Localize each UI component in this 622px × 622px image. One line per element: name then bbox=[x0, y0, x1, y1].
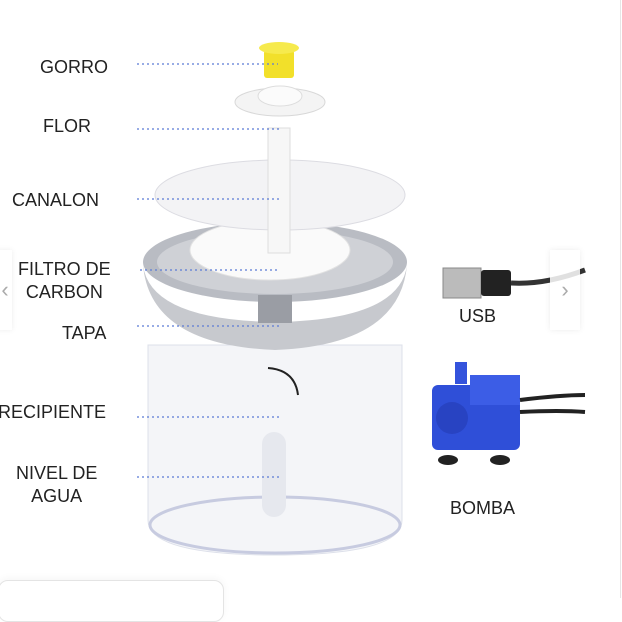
cap bbox=[259, 42, 299, 78]
label-usb: USB bbox=[459, 306, 497, 326]
leader-lines bbox=[137, 63, 280, 478]
bottom-card bbox=[0, 580, 224, 622]
channel-disc bbox=[154, 127, 406, 254]
panel-divider bbox=[620, 0, 621, 598]
water-container bbox=[147, 344, 403, 556]
water-pump bbox=[432, 362, 586, 465]
label-nivel-line2: AGUA bbox=[31, 486, 83, 506]
label-recipiente: RECIPIENTE bbox=[0, 402, 107, 422]
label-filtro-line2: CARBON bbox=[25, 282, 103, 302]
chevron-right-icon: › bbox=[561, 277, 569, 302]
carousel-next-button[interactable]: › bbox=[550, 250, 580, 330]
product-illustration bbox=[137, 42, 586, 556]
label-flor: FLOR bbox=[43, 116, 92, 136]
label-filtro-line1: FILTRO DE bbox=[18, 259, 111, 279]
label-bomba: BOMBA bbox=[450, 498, 516, 518]
label-filtro-de-carbon: FILTRO DE CARBON bbox=[18, 258, 111, 304]
label-tapa: TAPA bbox=[62, 323, 107, 343]
usb-cable bbox=[442, 267, 586, 299]
flower bbox=[234, 85, 326, 117]
label-canalon: CANALON bbox=[12, 190, 100, 210]
label-nivel-line1: NIVEL DE bbox=[16, 463, 98, 483]
label-nivel-de-agua: NIVEL DE AGUA bbox=[16, 462, 97, 508]
carousel-prev-button[interactable]: ‹ bbox=[0, 250, 12, 330]
chevron-left-icon: ‹ bbox=[1, 277, 9, 302]
label-gorro: GORRO bbox=[40, 57, 109, 77]
